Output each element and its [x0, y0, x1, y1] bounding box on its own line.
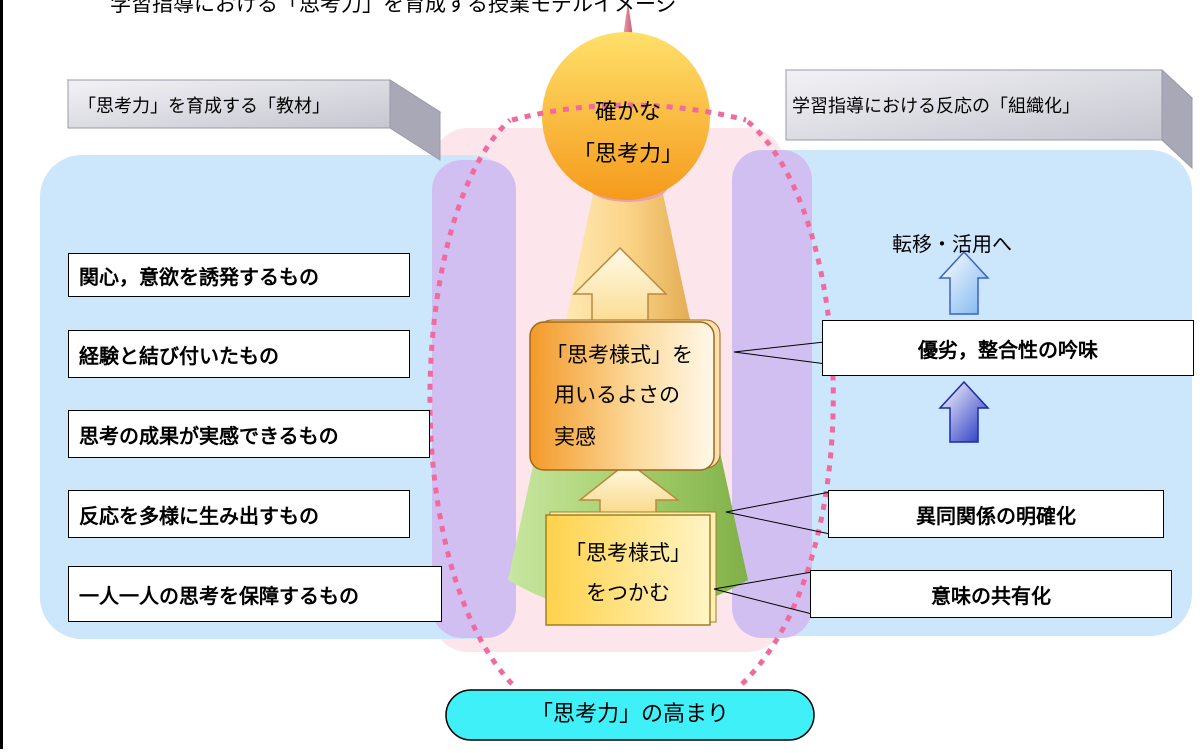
bottom-capsule [445, 689, 815, 741]
mid-box-line1: 「思考様式」を [546, 343, 693, 367]
right-item-clarify: 異同関係の明確化 [828, 490, 1164, 538]
right-item-evaluation: 優劣，整合性の吟味 [822, 320, 1194, 376]
lower-blue-arrow [938, 380, 990, 443]
mid-box [529, 321, 715, 471]
left-item-achievement: 思考の成果が実感できるもの [68, 410, 430, 458]
right-lavender-strip [732, 150, 812, 638]
left-item-diverse: 反応を多様に生み出すもの [68, 490, 410, 538]
callout-clarify [725, 491, 831, 535]
bottom-capsule-label: 「思考力」の高まり [530, 702, 729, 727]
upper-blue-arrow [938, 250, 990, 315]
mid-box-line3: 実感 [554, 425, 596, 449]
dotted-pink-ellipse [427, 102, 836, 686]
low-box-line2: をつかむ [586, 581, 670, 605]
left-lavender-strip [432, 160, 516, 638]
low-box-line1: 「思考様式」 [565, 541, 691, 565]
page-title: 学習指導における「思考力」を育成する授業モデルイメージ [110, 0, 677, 16]
right-header-bar [784, 68, 1194, 170]
mid-box-line2: 用いるよさの [554, 383, 680, 407]
low-box [545, 514, 711, 626]
top-circle-line2: 「思考力」 [572, 142, 683, 167]
left-item-individual: 一人一人の思考を保障するもの [68, 566, 442, 622]
right-header-label: 学習指導における反応の「組織化」 [792, 96, 1080, 117]
callout-share [713, 571, 813, 615]
left-header-label: 「思考力」を育成する「教材」 [78, 96, 330, 117]
left-header-bar [66, 79, 442, 161]
right-transfer-label: 転移・活用へ [892, 232, 1012, 256]
top-circle [542, 32, 710, 200]
left-item-experience: 経験と結び付いたもの [68, 330, 410, 378]
right-item-share: 意味の共有化 [810, 570, 1172, 618]
top-circle-line1: 確かな [594, 100, 661, 125]
left-item-interest: 関心，意欲を誘発するもの [68, 253, 410, 297]
